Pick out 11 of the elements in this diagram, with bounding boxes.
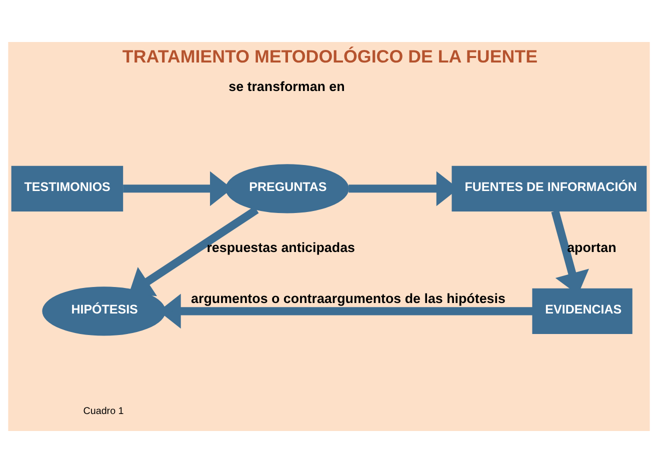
node-ellipse: PREGUNTAS — [225, 164, 349, 214]
node-box: TESTIMONIOS — [11, 166, 124, 212]
node-box: EVIDENCIAS — [532, 288, 632, 334]
node-ellipse: HIPÓTESIS — [42, 286, 166, 336]
diagram-title: TRATAMIENTO METODOLÓGICO DE LA FUENTE — [122, 46, 538, 67]
arrow — [128, 206, 259, 296]
edge-label: argumentos o contraargumentos de las hipótesis — [191, 291, 506, 306]
label: se transforman en — [228, 78, 345, 94]
label: Cuadro 1 — [83, 406, 124, 417]
edge-label: respuestas anticipadas — [206, 240, 355, 256]
node-box: FUENTES DE INFORMACIÓN — [452, 166, 647, 212]
